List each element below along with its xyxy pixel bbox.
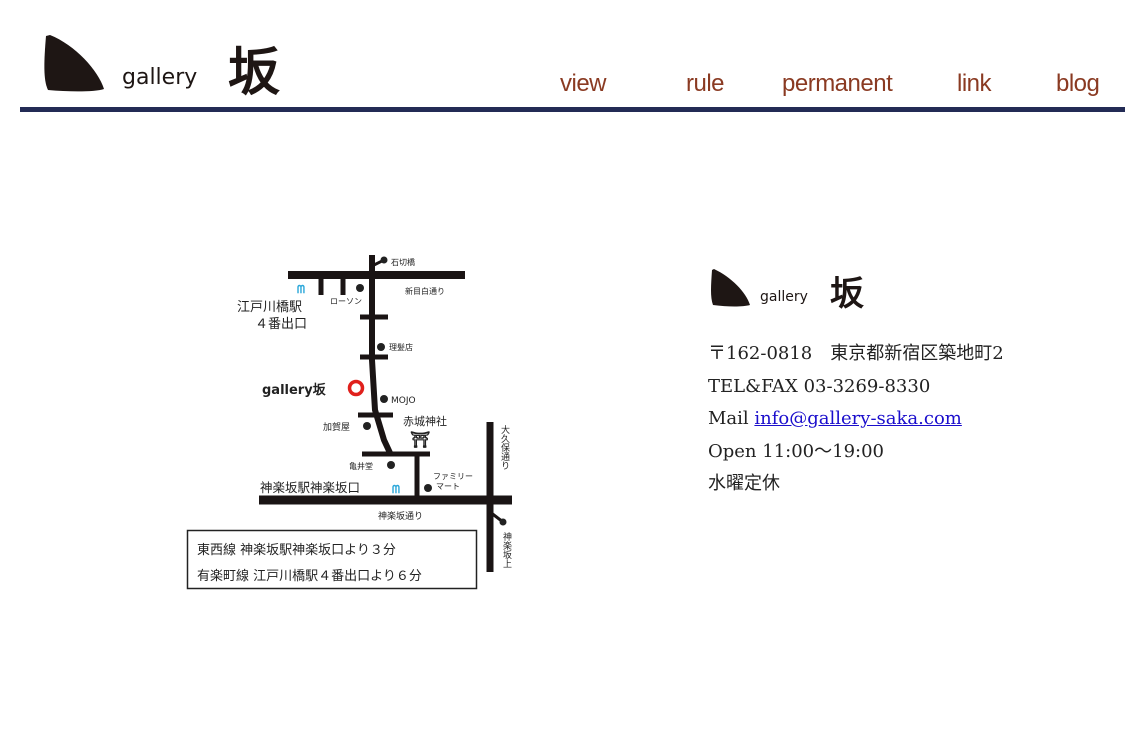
label-barber: 理髪店: [389, 342, 413, 352]
info-logo-kanji: 坂: [830, 274, 864, 310]
label-kameido: 亀井堂: [349, 461, 373, 471]
label-ishikiri: 石切橋: [391, 257, 415, 267]
label-familymart: ファミリー: [433, 472, 473, 481]
opening-hours: Open 11:00〜19:00: [708, 440, 884, 462]
gallery-marker-icon: [347, 379, 365, 397]
label-lawson: ローソン: [330, 297, 362, 306]
subway-icon: ᗰ: [297, 283, 305, 296]
closed-day: 水曜定休: [708, 473, 780, 494]
direction-tozai: 東西線 神楽坂駅神楽坂口より３分: [197, 542, 396, 558]
logo-shape-icon: [44, 35, 104, 92]
label-okubo: 大久保通り: [499, 424, 510, 470]
label-kagurazaka-station: 神楽坂駅神楽坂口: [260, 480, 360, 495]
label-edogawabashi: 江戸川橋駅: [237, 300, 302, 315]
tel-fax: TEL&FAX 03-3269-8330: [708, 375, 931, 397]
nav-view[interactable]: view: [560, 70, 607, 97]
nav-rule[interactable]: rule: [686, 70, 725, 97]
label-kagurazaka-dori: 神楽坂通り: [378, 510, 423, 522]
mail-link[interactable]: info@gallery-saka.com: [754, 408, 962, 429]
access-map: ᗰ ᗰ ⛩ 石切橋 新目白通り 江戸川橋駅 ４番出口 ローソン 理髪店 gall…: [186, 255, 512, 590]
mail-line: Mail info@gallery-saka.com: [708, 403, 1004, 436]
info-logo: gallery 坂: [711, 269, 864, 310]
shrine-icon: ⛩: [410, 430, 430, 449]
logo-kanji: 坂: [228, 43, 280, 100]
label-akagi: 赤城神社: [403, 414, 447, 428]
nav-blog[interactable]: blog: [1056, 70, 1100, 97]
logo-shape-icon: [711, 269, 750, 307]
address: 〒162-0818 東京都新宿区築地町2: [708, 343, 1004, 364]
label-gallery: gallery坂: [262, 382, 327, 398]
roads: [259, 255, 512, 572]
nav-permanent[interactable]: permanent: [782, 70, 893, 97]
label-exit4: ４番出口: [255, 317, 307, 332]
label-mojo: MOJO: [391, 396, 416, 406]
label-kagurazaka-ue: 神楽坂上: [501, 531, 512, 568]
header-divider: [20, 107, 1125, 112]
label-kagaya: 加賀屋: [323, 421, 350, 433]
info-logo-text: gallery: [760, 289, 808, 305]
label-familymart-2: マート: [436, 482, 460, 491]
map-dots: [356, 256, 507, 526]
site-logo[interactable]: gallery 坂: [40, 30, 310, 100]
label-shinmejiro: 新目白通り: [405, 286, 445, 296]
logo-text: gallery: [122, 65, 197, 90]
directions-box: [186, 529, 478, 590]
mail-label: Mail: [708, 408, 755, 429]
direction-yurakucho: 有楽町線 江戸川橋駅４番出口より６分: [197, 568, 422, 584]
contact-info: 〒162-0818 東京都新宿区築地町2 TEL&FAX 03-3269-833…: [708, 338, 1004, 501]
subway-icon: ᗰ: [392, 483, 400, 496]
nav-link[interactable]: link: [957, 70, 992, 97]
